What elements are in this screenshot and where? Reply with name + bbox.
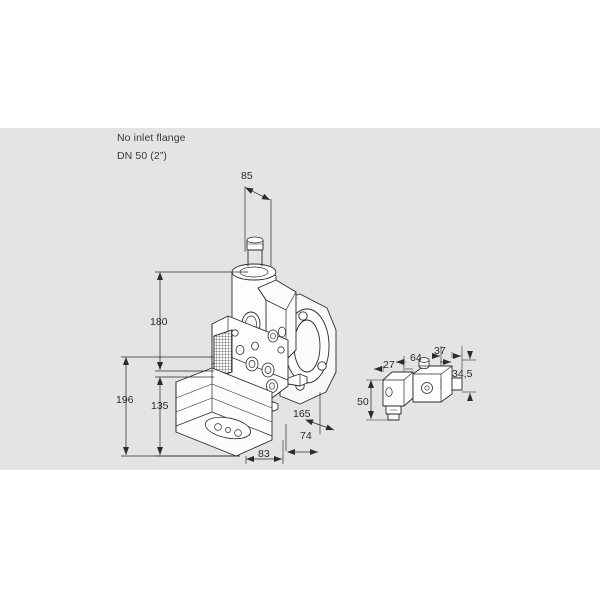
dim-line-50 [366, 379, 390, 421]
main-valve-assembly [175, 236, 337, 457]
dimension-label-50: 50 [357, 396, 369, 408]
lower-valve-body [175, 367, 273, 457]
dimension-label-85: 85 [241, 170, 253, 182]
note-no-inlet-flange: No inlet flange [117, 132, 186, 144]
test-nipple-lower [266, 379, 278, 393]
dim-line-85 [244, 186, 272, 266]
dim-line-180 [155, 271, 248, 372]
dimension-label-34-5: 34,5 [452, 368, 473, 380]
dimension-label-180: 180 [150, 316, 168, 328]
dim-line-83 [245, 440, 284, 464]
dimension-label-135: 135 [151, 400, 169, 412]
note-nominal-diameter: DN 50 (2”) [117, 150, 168, 162]
outlet-spigot [287, 373, 308, 387]
dimension-label-64: 64 [410, 352, 422, 364]
detail-connector-assembly [382, 357, 463, 421]
dim-line-135 [155, 376, 240, 457]
dimension-label-196: 196 [116, 394, 134, 406]
dim-line-37 [432, 346, 463, 378]
dimension-label-74: 74 [300, 430, 312, 442]
dim-line-64 [396, 352, 453, 365]
dim-line-74 [285, 392, 321, 455]
dimension-lines-main [121, 186, 335, 464]
dimension-label-165: 165 [293, 408, 311, 420]
dimension-lines-detail [366, 346, 476, 421]
test-nipple-upper [267, 329, 279, 343]
dimension-label-37: 37 [434, 345, 446, 357]
dim-line-345 [462, 351, 476, 401]
detail-valve-block [412, 357, 463, 403]
dimension-label-83: 83 [258, 448, 270, 460]
plug-connector [382, 371, 414, 421]
dimension-label-27: 27 [383, 359, 395, 371]
